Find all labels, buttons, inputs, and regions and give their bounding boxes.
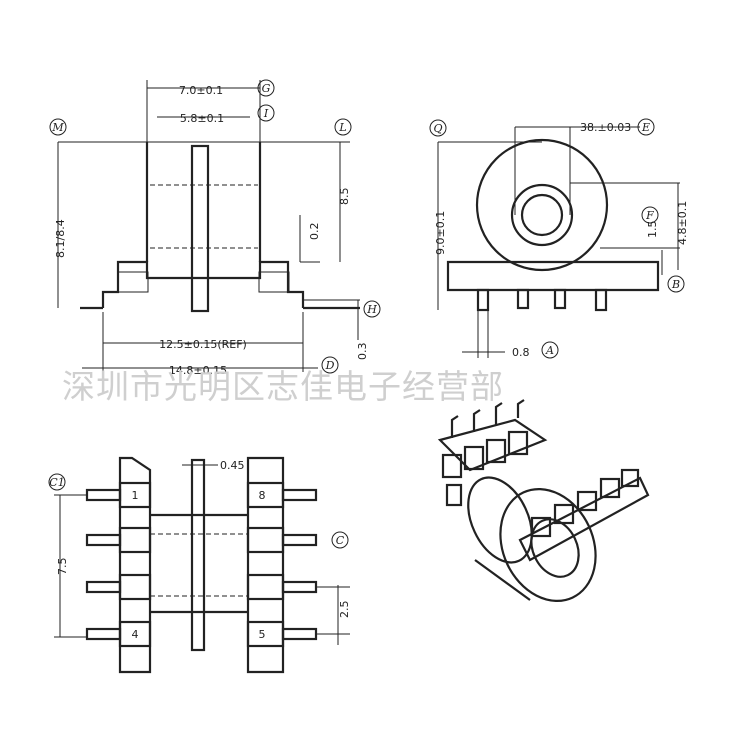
dim-width-inner: 5.8±0.1 — [180, 112, 224, 125]
pin-4-label: 4 — [132, 628, 139, 641]
ref-l: L — [338, 121, 346, 134]
dim-base-ref: 12.5±0.15(REF) — [159, 338, 247, 351]
isometric-view — [437, 399, 650, 603]
ref-i: I — [263, 107, 269, 120]
ref-g: G — [262, 82, 271, 95]
pin-8-label: 8 — [259, 489, 266, 502]
dim-bore: 38.±0.03 — [580, 121, 631, 134]
dim-flange: 0.2 — [308, 223, 321, 241]
dim-pin-width: 0.8 — [512, 346, 530, 359]
dim-slot: 0.45 — [220, 459, 245, 472]
bottom-view: C1 7.5 1 4 8 5 0.45 — [48, 456, 351, 674]
dim-height-side: 9.0±0.1 — [434, 211, 447, 255]
dim-height-total: 8.1/8.4 — [54, 219, 67, 258]
dim-small: 1.5 — [646, 221, 659, 239]
ref-d: D — [325, 359, 335, 372]
dim-right-height: 4.8±0.1 — [676, 201, 689, 245]
dim-width-outer: 7.0±0.1 — [179, 84, 223, 97]
pin-1-label: 1 — [132, 489, 139, 502]
pin-5-label: 5 — [259, 628, 266, 641]
dim-pitch-total: 7.5 — [56, 558, 69, 576]
ref-m: M — [51, 121, 64, 134]
front-view: 7.0±0.1 G 5.8±0.1 I M L 8.1/8.4 8.5 0.2 — [49, 79, 381, 377]
ref-a: A — [545, 344, 554, 357]
ref-c: C — [336, 534, 345, 547]
ref-b: B — [671, 278, 680, 291]
dim-pin-thick: 0.3 — [356, 343, 369, 361]
ref-h: H — [366, 303, 377, 316]
ref-q: Q — [433, 122, 442, 135]
ref-f: F — [645, 209, 654, 222]
side-view: Q 38.±0.03 E 9.0±0.1 4.8±0.1 1.5 F B 0 — [429, 118, 689, 359]
dim-base-total: 14.8±0.15 — [169, 364, 227, 377]
dim-pitch: 2.5 — [338, 601, 351, 619]
ref-c1: C1 — [49, 476, 64, 489]
dim-height-body: 8.5 — [338, 188, 351, 206]
watermark: 深圳市光明区志佳电子经营部 — [62, 367, 504, 406]
ref-e: E — [641, 121, 650, 134]
